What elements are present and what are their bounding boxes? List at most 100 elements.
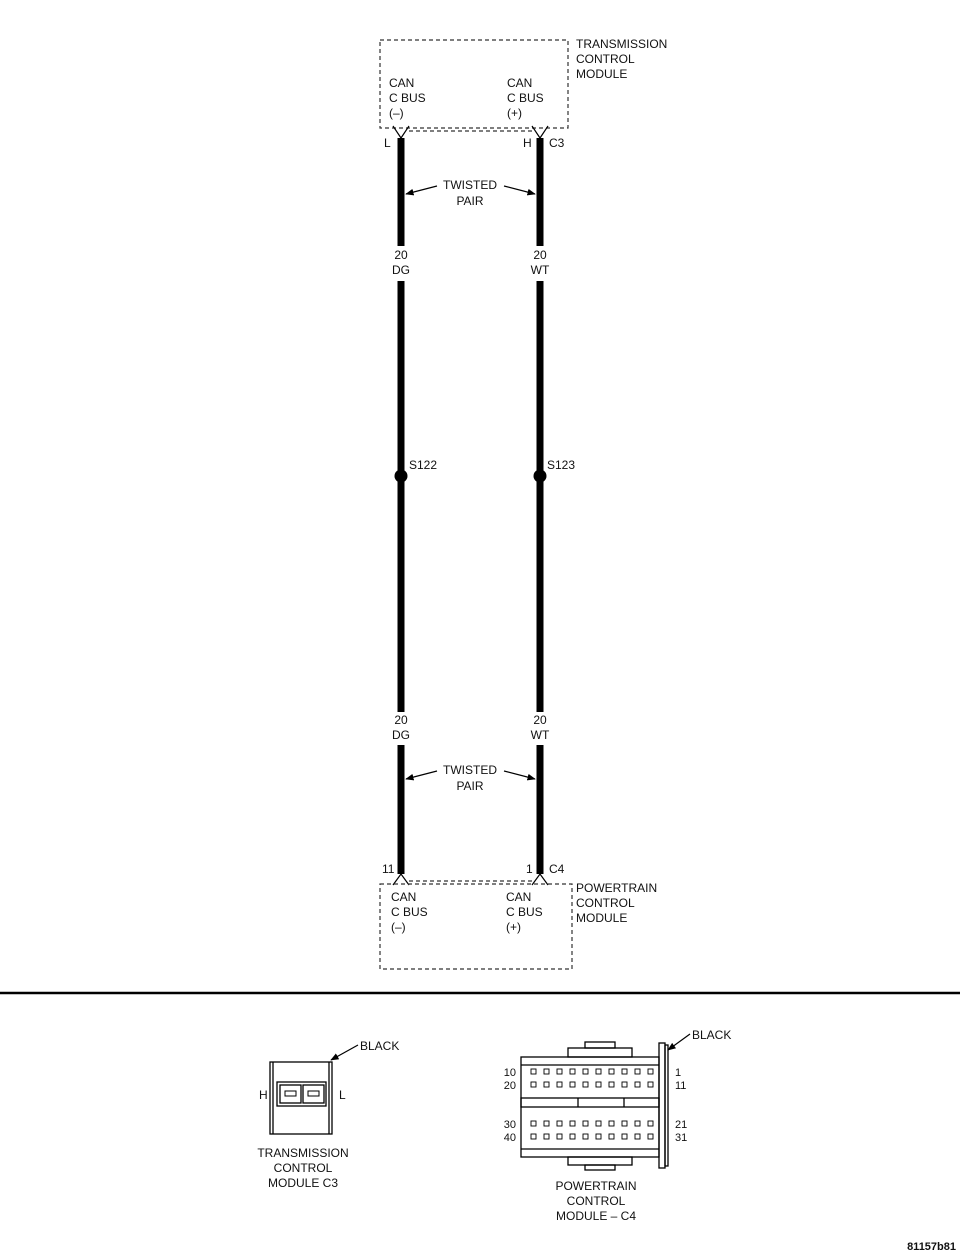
tcm-pin-right-line3: (+) bbox=[507, 106, 522, 120]
tcm-cavity-left: L bbox=[384, 136, 391, 150]
tcm-pin-right-line2: C BUS bbox=[507, 91, 544, 105]
pcm-c4-cavity bbox=[621, 1068, 628, 1075]
pcm-c4-cavity bbox=[556, 1120, 563, 1127]
tcm-c3-cavity-h-label: H bbox=[259, 1088, 268, 1102]
pcm-pin-left-line3: (–) bbox=[391, 920, 406, 934]
tcm-c3-caption-line3: MODULE C3 bbox=[268, 1176, 338, 1190]
tcm-title-line2: CONTROL bbox=[576, 52, 635, 66]
pcm-pin-left-line1: CAN bbox=[391, 890, 416, 904]
pcm-c4-cavity bbox=[621, 1120, 628, 1127]
pcm-c4-row-label-40: 40 bbox=[504, 1132, 516, 1144]
pcm-c4-color-arrow bbox=[667, 1033, 691, 1051]
pcm-c4-cavity bbox=[556, 1068, 563, 1075]
pcm-c4-cavity bbox=[569, 1081, 576, 1088]
tcm-c3-cavity-h bbox=[279, 1084, 302, 1104]
pcm-c4-cavity bbox=[634, 1068, 641, 1075]
wire-left-color-upper: DG bbox=[392, 263, 410, 277]
pcm-c4-cavity bbox=[634, 1081, 641, 1088]
pcm-title-line3: MODULE bbox=[576, 911, 627, 925]
splice-right-label: S123 bbox=[547, 458, 575, 472]
pcm-c4-row-label-21: 21 bbox=[675, 1119, 687, 1131]
pcm-title-line2: CONTROL bbox=[576, 896, 635, 910]
pcm-c4-row-label-11: 11 bbox=[675, 1080, 686, 1092]
wire-right-color-lower: WT bbox=[531, 728, 550, 742]
pcm-c4-row-label-20: 20 bbox=[504, 1080, 516, 1092]
pcm-c4-cavity bbox=[595, 1068, 602, 1075]
tcm-pin-left-line3: (–) bbox=[389, 106, 404, 120]
pcm-cavity-left: 11 bbox=[382, 862, 395, 876]
pcm-title-line1: POWERTRAIN bbox=[576, 881, 657, 895]
wire-left-color-lower: DG bbox=[392, 728, 410, 742]
pcm-c4-cavity bbox=[608, 1120, 615, 1127]
pcm-c4-cavity bbox=[582, 1120, 589, 1127]
pcm-c4-cavity bbox=[647, 1081, 654, 1088]
pcm-c4-cavity bbox=[543, 1120, 550, 1127]
tcm-pin-left-line2: C BUS bbox=[389, 91, 426, 105]
splice-left-dot bbox=[394, 469, 408, 483]
tcm-c3-connector-view: H L BLACK TRANSMISSION CONTROL MODULE C3 bbox=[257, 1039, 399, 1190]
tcm-title-line3: MODULE bbox=[576, 67, 627, 81]
pcm-c4-caption-line3: MODULE – C4 bbox=[556, 1209, 636, 1223]
pcm-c4-cavity bbox=[530, 1081, 537, 1088]
tcm-c3-cavity-block bbox=[276, 1081, 327, 1107]
pcm-c4-cavity bbox=[582, 1133, 589, 1140]
pcm-c4-cavity bbox=[569, 1068, 576, 1075]
wire-right-color-upper: WT bbox=[531, 263, 550, 277]
pcm-c4-row-label-31: 31 bbox=[675, 1132, 687, 1144]
pcm-c4-cavity bbox=[569, 1120, 576, 1127]
tcm-pin-left-line1: CAN bbox=[389, 76, 414, 90]
wire-right-gauge-lower: 20 bbox=[533, 713, 547, 727]
pcm-c4-cavity bbox=[647, 1120, 654, 1127]
pcm-pin-right-line2: C BUS bbox=[506, 905, 543, 919]
pcm-module: 11 1 C4 POWERTRAIN CONTROL MODULE CAN C … bbox=[379, 862, 657, 970]
pcm-c4-cavity bbox=[556, 1133, 563, 1140]
pcm-c4-cavity-grid bbox=[530, 1068, 654, 1140]
splice-left-label: S122 bbox=[409, 458, 437, 472]
twisted-pair-bottom-arrow-left bbox=[405, 770, 438, 781]
pcm-c4-cavity bbox=[621, 1133, 628, 1140]
tcm-pin-right-line1: CAN bbox=[507, 76, 532, 90]
pcm-pin-left-line2: C BUS bbox=[391, 905, 428, 919]
pcm-c4-caption-line1: POWERTRAIN bbox=[555, 1179, 636, 1193]
pcm-c4-cavity bbox=[634, 1120, 641, 1127]
pcm-c4-cavity bbox=[595, 1120, 602, 1127]
twisted-pair-bottom-line2: PAIR bbox=[456, 779, 483, 793]
pcm-c4-cavity bbox=[530, 1133, 537, 1140]
wire-left-gauge-upper: 20 bbox=[394, 248, 408, 262]
splice-right-dot bbox=[533, 469, 547, 483]
tcm-c3-caption-line1: TRANSMISSION bbox=[257, 1146, 348, 1160]
pcm-c4-cavity bbox=[530, 1120, 537, 1127]
tcm-c3-color-label: BLACK bbox=[360, 1039, 399, 1053]
pcm-c4-cavity bbox=[647, 1133, 654, 1140]
pcm-c4-cavity bbox=[582, 1081, 589, 1088]
pcm-c4-cavity bbox=[608, 1068, 615, 1075]
pcm-c4-cavity bbox=[647, 1068, 654, 1075]
figure-id: 81157b81 bbox=[907, 1241, 956, 1253]
twisted-pair-label-top: TWISTED PAIR bbox=[405, 178, 536, 208]
twisted-pair-top-line2: PAIR bbox=[456, 194, 483, 208]
pcm-cavity-right: 1 bbox=[526, 862, 533, 876]
tcm-c3-cavity-l-label: L bbox=[339, 1088, 346, 1102]
pcm-c4-cavity bbox=[543, 1081, 550, 1088]
tcm-c3-body bbox=[269, 1061, 333, 1135]
pcm-cavity-right-symbol bbox=[531, 872, 549, 886]
pcm-c4-row-label-10: 10 bbox=[504, 1067, 516, 1079]
wire-left-gauge-lower: 20 bbox=[394, 713, 408, 727]
tcm-title-line1: TRANSMISSION bbox=[576, 37, 667, 51]
pcm-c4-color-label: BLACK bbox=[692, 1028, 731, 1042]
twisted-pair-top-arrow-right bbox=[503, 185, 536, 196]
pcm-c4-cavity bbox=[608, 1081, 615, 1088]
pcm-c4-cavity bbox=[634, 1133, 641, 1140]
twisted-pair-bottom-line1: TWISTED bbox=[443, 763, 497, 777]
twisted-pair-bottom-arrow-right bbox=[503, 770, 536, 781]
pcm-c4-cavity bbox=[556, 1081, 563, 1088]
pcm-c4-cavity bbox=[621, 1081, 628, 1088]
pcm-pin-right-line3: (+) bbox=[506, 920, 521, 934]
pcm-c4-cavity bbox=[543, 1068, 550, 1075]
tcm-connector-id: C3 bbox=[549, 136, 565, 150]
pcm-c4-connector-view: 10 20 30 40 1 11 21 31 BLACK POWERTRAIN … bbox=[504, 1028, 732, 1223]
pcm-c4-cavity bbox=[543, 1133, 550, 1140]
pcm-c4-cavity bbox=[608, 1133, 615, 1140]
wire-right-gauge-upper: 20 bbox=[533, 248, 547, 262]
